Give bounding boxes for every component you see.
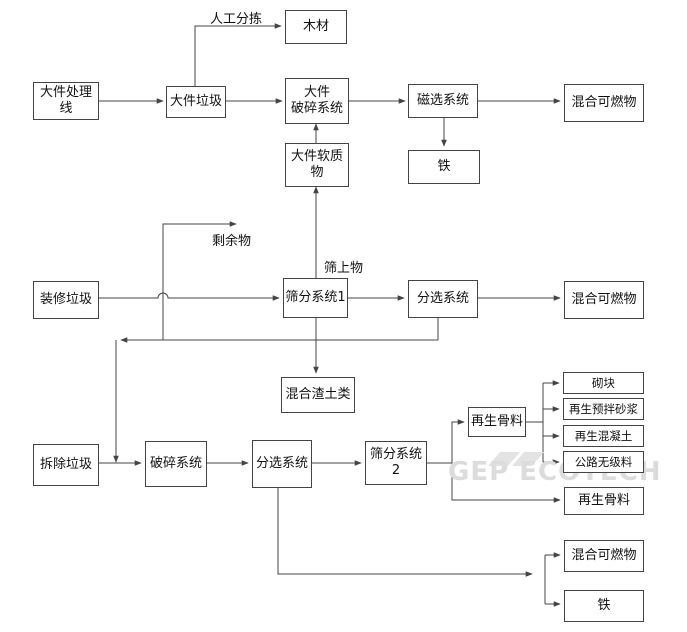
- node-screen-system-2: 筛分系统2: [365, 441, 427, 485]
- node-mixed-fuel-1: 混合可燃物: [564, 84, 644, 122]
- node-sort-system-2: 分选系统: [252, 440, 312, 488]
- edge-remainder: [162, 221, 237, 340]
- node-magnetic-system: 磁选系统: [408, 84, 478, 118]
- node-iron-2: 铁: [564, 590, 644, 622]
- node-crush-system: 破碎系统: [145, 441, 207, 487]
- node-large-soft-material: 大件软质物: [285, 143, 349, 187]
- edge-screen2-to-agg2: [451, 463, 561, 503]
- node-large-waste: 大件垃圾: [166, 86, 226, 118]
- node-iron-1: 铁: [408, 150, 480, 184]
- node-screen-system-1: 筛分系统1: [283, 278, 348, 318]
- watermark-logo: [488, 452, 544, 466]
- node-recycled-aggregate-1: 再生骨料: [468, 407, 526, 437]
- edge-large-waste-to-wood: [194, 23, 282, 86]
- node-recycled-concrete: 再生混凝土: [563, 425, 644, 447]
- edge-screen2-to-agg1: [427, 419, 465, 464]
- node-brick: 砌块: [563, 372, 644, 394]
- node-mixed-soil: 混合渣土类: [281, 377, 355, 413]
- edge-label-remainder: 剩余物: [212, 234, 252, 249]
- node-large-crush-system: 大件 破碎系统: [285, 78, 349, 124]
- node-premix-mortar: 再生预拌砂浆: [563, 398, 644, 420]
- node-mixed-fuel-2: 混合可燃物: [564, 281, 644, 319]
- node-wood: 木材: [285, 10, 347, 44]
- node-demolition-waste: 拆除垃圾: [33, 444, 99, 486]
- node-mixed-fuel-3: 混合可燃物: [564, 540, 644, 572]
- edge-decoration-to-screen1: [99, 292, 280, 301]
- edge-label-oversize: 筛上物: [324, 261, 364, 276]
- edge-label-manual-sort: 人工分拣: [210, 12, 263, 27]
- node-large-item-line: 大件处理线: [33, 82, 99, 120]
- node-recycled-aggregate-2: 再生骨料: [564, 487, 644, 515]
- node-road-material: 公路无级料: [563, 451, 644, 473]
- edge-sort2-down: [277, 488, 533, 577]
- node-sort-system-1: 分选系统: [408, 280, 478, 318]
- node-decoration-waste: 装修垃圾: [33, 281, 99, 319]
